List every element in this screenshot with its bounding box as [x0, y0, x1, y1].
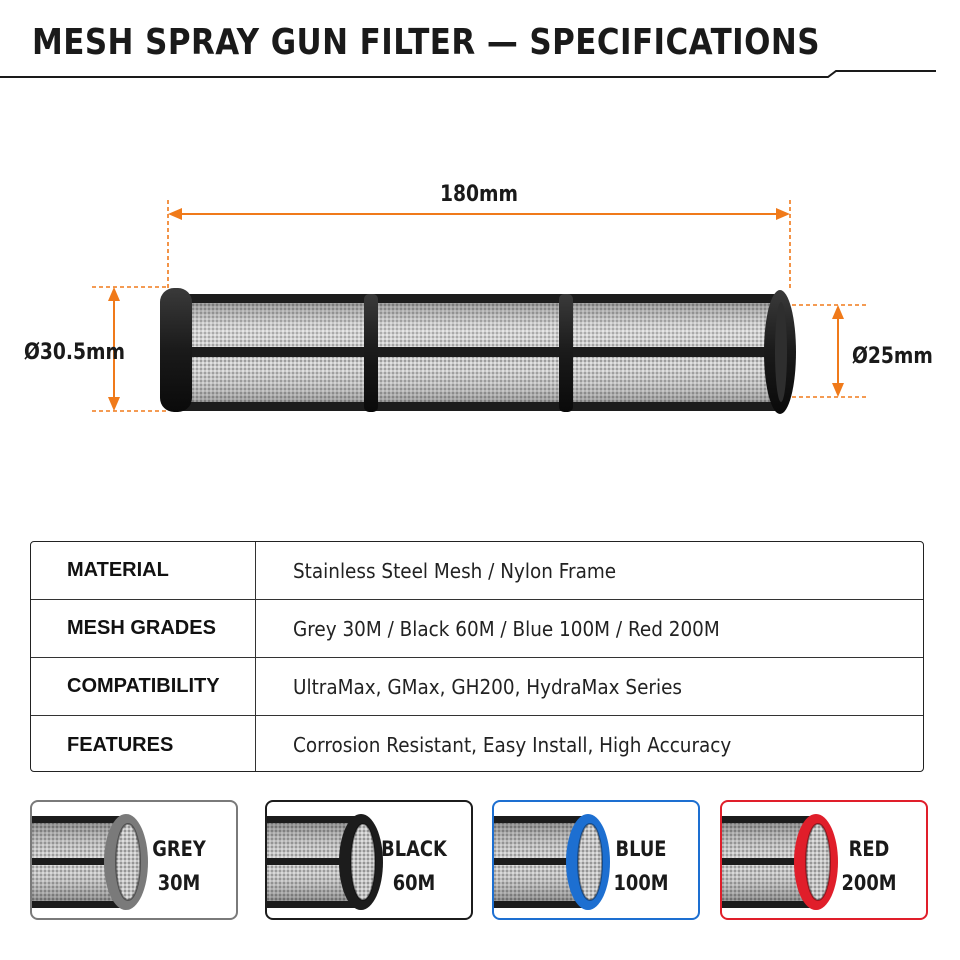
spec-row-compatibility: COMPATIBILITY UltraMax, GMax, GH200, Hyd…	[31, 658, 923, 716]
filter-thumbnail	[494, 814, 610, 910]
grade-mesh-count: 100M	[613, 871, 669, 895]
length-arrow	[168, 208, 790, 220]
spec-value: Corrosion Resistant, Easy Install, High …	[293, 733, 732, 757]
spec-key: FEATURES	[67, 733, 174, 756]
grade-card-red: RED 200M	[720, 800, 928, 920]
grade-card-black: BLACK 60M	[265, 800, 473, 920]
grade-mesh-count: 200M	[841, 871, 897, 895]
spec-column-divider	[255, 542, 256, 771]
spec-row-mesh-grades: MESH GRADES Grey 30M / Black 60M / Blue …	[31, 600, 923, 658]
spec-key: MATERIAL	[67, 559, 169, 581]
spec-table: MATERIAL Stainless Steel Mesh / Nylon Fr…	[30, 541, 924, 772]
grade-mesh-count: 30M	[157, 871, 201, 895]
filter-thumbnail	[32, 814, 148, 910]
grade-card-grey: GREY 30M	[30, 800, 238, 920]
outer-diameter-arrow	[108, 287, 120, 411]
grade-color-name: BLUE	[615, 837, 667, 861]
spec-value: Grey 30M / Black 60M / Blue 100M / Red 2…	[293, 616, 720, 641]
title-underline	[0, 70, 936, 78]
spec-key: MESH GRADES	[67, 617, 216, 639]
inner-diameter-label: Ø25mm	[852, 344, 933, 369]
grade-color-name: BLACK	[381, 837, 447, 861]
dimension-guides	[92, 200, 866, 412]
spec-row-features: FEATURES Corrosion Resistant, Easy Insta…	[31, 716, 923, 771]
outer-diameter-label: Ø30.5mm	[24, 340, 126, 365]
spec-key: COMPATIBILITY	[67, 675, 220, 697]
filter-image	[160, 288, 796, 414]
filter-thumbnail	[267, 814, 383, 910]
spec-value: UltraMax, GMax, GH200, HydraMax Series	[293, 674, 683, 699]
spec-row-material: MATERIAL Stainless Steel Mesh / Nylon Fr…	[31, 542, 923, 600]
filter-diagram	[92, 200, 866, 414]
spec-value: Stainless Steel Mesh / Nylon Frame	[293, 558, 617, 583]
grade-mesh-count: 60M	[392, 871, 436, 895]
grade-color-name: RED	[848, 837, 890, 861]
grade-card-blue: BLUE 100M	[492, 800, 700, 920]
length-label: 180mm	[440, 182, 519, 207]
filter-thumbnail	[722, 814, 838, 910]
grade-color-name: GREY	[152, 837, 206, 861]
inner-diameter-arrow	[832, 305, 844, 397]
page-title: MESH SPRAY GUN FILTER — SPECIFICATIONS	[32, 22, 820, 63]
